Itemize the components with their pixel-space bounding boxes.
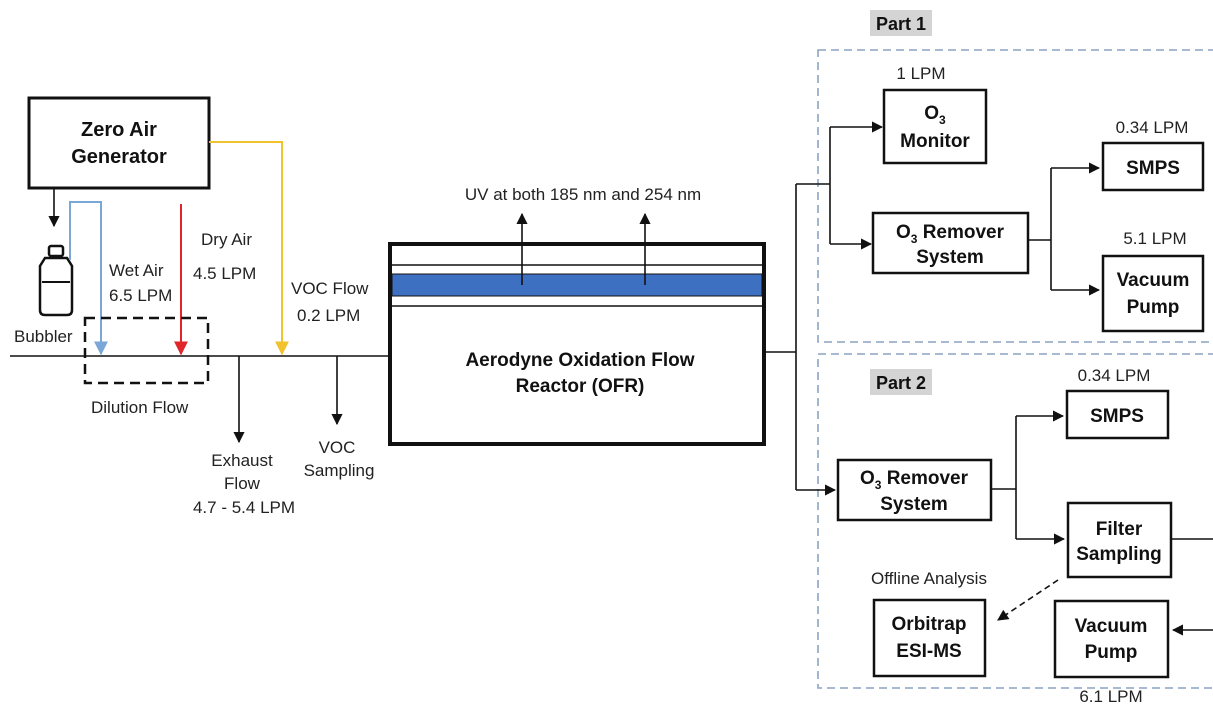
p1-o3-remover-box	[871, 211, 1030, 275]
p2-filter-sampling-box	[1066, 501, 1173, 579]
bubbler-label: Bubbler	[14, 327, 73, 346]
voc-flow-line	[209, 141, 289, 356]
wet-air-label-2: 6.5 LPM	[109, 286, 172, 305]
zero-air-generator-label-2: Generator	[71, 146, 167, 168]
o3-monitor-flow: 1 LPM	[896, 64, 945, 83]
bubbler-bottle-icon	[38, 244, 74, 317]
voc-flow-label-1: VOC Flow	[291, 279, 369, 298]
p2-filter-label-2: Sampling	[1076, 544, 1162, 565]
p1-o3-remover-label-1: O3 Remover	[896, 222, 1005, 246]
voc-sampling-label-1: VOC	[319, 438, 356, 457]
ofr-label-1: Aerodyne Oxidation Flow	[465, 350, 694, 371]
offline-analysis-label: Offline Analysis	[871, 569, 987, 588]
p2-filter-label-1: Filter	[1096, 519, 1143, 540]
dilution-flow-box	[83, 316, 210, 385]
p1-o3-remover-label-2: System	[916, 247, 984, 268]
filter-to-orbitrap-dashed-arrow	[997, 579, 1059, 621]
wet-air-line	[69, 201, 108, 356]
p2-smps-flow: 0.34 LPM	[1078, 366, 1151, 385]
zero-air-generator-box	[27, 96, 211, 190]
p2-vacuum-label-2: Pump	[1085, 642, 1138, 663]
p1-vacuum-label-1: Vacuum	[1117, 270, 1190, 291]
dilution-flow-label: Dilution Flow	[91, 398, 189, 417]
dry-air-label-2: 4.5 LPM	[193, 264, 256, 283]
orbitrap-label-2: ESI-MS	[896, 641, 961, 662]
p1-smps-label: SMPS	[1126, 158, 1180, 179]
part1-title-bg	[870, 10, 932, 36]
uv-label: UV at both 185 nm and 254 nm	[465, 185, 701, 204]
p1-smps-flow: 0.34 LPM	[1116, 118, 1189, 137]
o3-monitor-label-2: Monitor	[900, 131, 970, 152]
voc-sampling-label-2: Sampling	[304, 461, 375, 480]
p1-vacuum-label-2: Pump	[1127, 297, 1180, 318]
zero-air-generator-label-1: Zero Air	[81, 119, 157, 141]
part2-frame	[817, 353, 1213, 689]
exhaust-label-3: 4.7 - 5.4 LPM	[193, 498, 295, 517]
o3-monitor-box	[882, 88, 988, 165]
p1-vacuum-flow: 5.1 LPM	[1123, 229, 1186, 248]
ofr-label-2: Reactor (OFR)	[516, 376, 645, 397]
uv-lamp-band	[391, 273, 763, 297]
p2-vacuum-flow: 6.1 LPM	[1079, 687, 1142, 706]
dry-air-label-1: Dry Air	[201, 230, 252, 249]
p2-smps-box	[1065, 389, 1170, 440]
p1-smps-box	[1101, 141, 1205, 192]
exhaust-label-2: Flow	[224, 474, 261, 493]
part2-title: Part 2	[876, 373, 926, 393]
orbitrap-label-1: Orbitrap	[892, 614, 967, 635]
o3-monitor-label-1: O3	[924, 103, 946, 127]
wet-air-label-1: Wet Air	[109, 261, 164, 280]
p2-o3-remover-label-2: System	[880, 494, 948, 515]
part1-frame	[817, 49, 1213, 343]
p2-vacuum-label-1: Vacuum	[1075, 616, 1148, 637]
p2-smps-label: SMPS	[1090, 406, 1144, 427]
part2-title-bg	[870, 369, 932, 395]
part1-title: Part 1	[876, 14, 926, 34]
p1-vacuum-box	[1101, 254, 1205, 333]
voc-flow-label-2: 0.2 LPM	[297, 306, 360, 325]
p2-vacuum-box	[1053, 599, 1170, 679]
exhaust-label-1: Exhaust	[211, 451, 273, 470]
p2-o3-remover-label-1: O3 Remover	[860, 468, 969, 492]
p2-o3-remover-box	[836, 458, 993, 522]
orbitrap-box	[872, 598, 987, 678]
